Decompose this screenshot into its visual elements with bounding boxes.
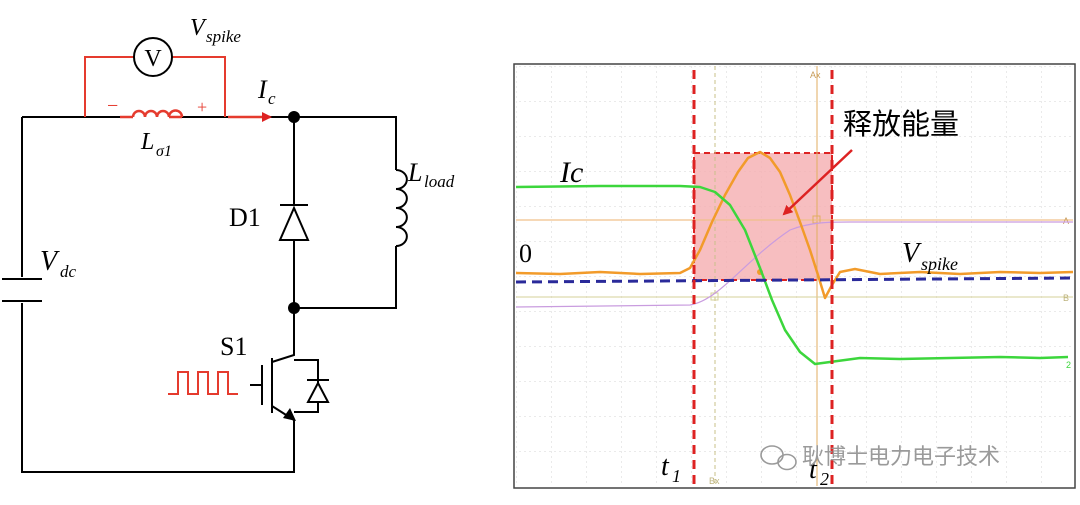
svg-text:load: load (424, 172, 455, 191)
svg-text:L: L (140, 129, 154, 155)
release-energy-label: 释放能量 (843, 108, 959, 141)
svg-text:L: L (407, 158, 422, 187)
ic-trace (515, 184, 1069, 366)
svg-text:dc: dc (60, 262, 77, 281)
svg-text:c: c (268, 89, 276, 108)
svg-text:V: V (190, 15, 207, 41)
voltmeter-symbol: V (144, 46, 162, 72)
voltmeter-icon (133, 37, 173, 77)
s1-label: S1 (220, 332, 247, 361)
marker-a: A (1063, 216, 1069, 226)
watermark: 耿博士电力电子技术 (760, 444, 1000, 471)
lload-label: L load (407, 158, 455, 191)
svg-text:I: I (257, 75, 268, 104)
stray-inductor-l-sigma1 (120, 109, 184, 119)
cursor-bx-label: Bx (709, 476, 720, 486)
voltmeter-branch (84, 56, 226, 117)
vspike-meter-label: V spike (190, 15, 241, 46)
svg-text:t: t (809, 454, 818, 485)
energy-annotation-arrow (782, 149, 853, 216)
t2-label: t 2 (809, 454, 829, 489)
igbt-body-diode (306, 379, 330, 403)
scope-ic-label: Ic (559, 156, 583, 189)
oscilloscope-plot: Ax Bx A B 2 Ic 0 释放能量 V spike (513, 63, 1076, 489)
ic-label: I c (257, 75, 276, 108)
wechat-icon (760, 445, 797, 471)
l-sigma1-label: L σ1 (140, 129, 172, 160)
junction-dot-mid (288, 302, 300, 314)
dc-source-symbol (2, 278, 42, 302)
d1-label: D1 (229, 203, 261, 232)
circuit-wiring (21, 116, 397, 473)
t1-label: t 1 (661, 451, 681, 486)
svg-text:σ1: σ1 (156, 143, 172, 160)
junction-dot-top (288, 111, 300, 123)
vspike-trace (515, 150, 1074, 300)
svg-text:2: 2 (820, 469, 829, 489)
diode-d1-symbol (278, 204, 310, 241)
minus-sign: − (107, 95, 118, 117)
circuit-schematic: V dc − + L σ1 V V spike I c (2, 15, 455, 473)
watermark-text: 耿博士电力电子技术 (802, 444, 1000, 469)
plus-sign: + (197, 97, 207, 117)
vdc-label: V dc (40, 246, 77, 281)
marker-b: B (1063, 293, 1069, 303)
scope-vspike-label: V spike (902, 238, 958, 274)
load-inductor (395, 169, 408, 247)
zero-label: 0 (519, 239, 532, 268)
svg-text:t: t (661, 451, 670, 482)
zero-reference-line (515, 276, 1074, 284)
ch2-marker: 2 (1066, 360, 1071, 370)
svg-text:V: V (40, 246, 60, 277)
svg-text:V: V (902, 238, 922, 269)
svg-text:1: 1 (672, 466, 681, 486)
svg-text:spike: spike (206, 27, 241, 46)
igbt-s1-symbol (250, 358, 319, 421)
cursor-ax-label: Ax (810, 70, 821, 80)
svg-text:Ic: Ic (559, 156, 583, 189)
svg-text:spike: spike (921, 254, 958, 274)
gate-pulse-icon (168, 371, 238, 395)
igbt-emitter-arrow (283, 408, 296, 421)
